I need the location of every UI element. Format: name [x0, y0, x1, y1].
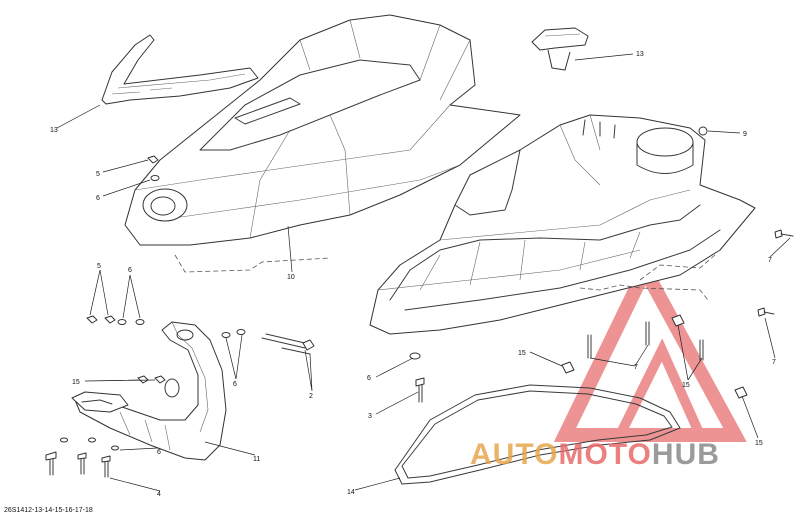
callout-11: 11: [253, 456, 260, 463]
callout-7-center: 7: [634, 364, 638, 371]
callout-6-lower: 6: [128, 267, 132, 274]
callout-15-far-right: 15: [755, 440, 763, 447]
watermark-moto: MOTO: [558, 438, 652, 471]
callout-7-right: 7: [772, 359, 776, 366]
callout-6-bracket: 6: [233, 381, 237, 388]
callout-13: 13: [636, 51, 644, 58]
callout-4: 4: [157, 491, 161, 498]
callout-labels: 13 5 6 10 13 9 5 6 15 6 2 6 3 6 11 4 14 …: [50, 51, 776, 498]
part-8-trim-strip: [101, 34, 259, 105]
callout-2: 2: [309, 393, 313, 400]
watermark-text: AUTOMOTOHUB: [470, 438, 720, 472]
callout-6: 6: [96, 195, 100, 202]
part-9-storage-tub: [369, 114, 756, 335]
callout-15-left: 15: [72, 379, 80, 386]
reference-lines: [174, 254, 716, 301]
callout-14: 14: [347, 489, 355, 496]
part-10-front-cowl: [124, 14, 521, 246]
callout-5: 5: [96, 171, 100, 178]
part-11-bracket: [71, 321, 227, 461]
watermark-logo: [553, 254, 747, 442]
leader-lines: [56, 53, 791, 492]
part-14-seal: [394, 384, 681, 485]
callout-9: 9: [743, 131, 747, 138]
callout-5-lower: 5: [97, 263, 101, 270]
diagram-reference-code: 26S1412-13-14-15-16-17-18: [4, 507, 93, 514]
watermark-auto: AUTO: [470, 438, 559, 471]
callout-8: 13: [50, 127, 58, 134]
callout-6-center: 6: [367, 375, 371, 382]
fasteners: [45, 155, 794, 478]
callout-15-center: 15: [518, 350, 526, 357]
callout-6-bottom: 6: [157, 449, 161, 456]
callout-10: 10: [287, 274, 295, 281]
callout-3: 3: [368, 413, 372, 420]
callout-15-right: 15: [682, 382, 690, 389]
part-13-clip: [531, 27, 589, 71]
watermark-hub: HUB: [651, 438, 720, 471]
callout-7-top: 7: [768, 257, 772, 264]
